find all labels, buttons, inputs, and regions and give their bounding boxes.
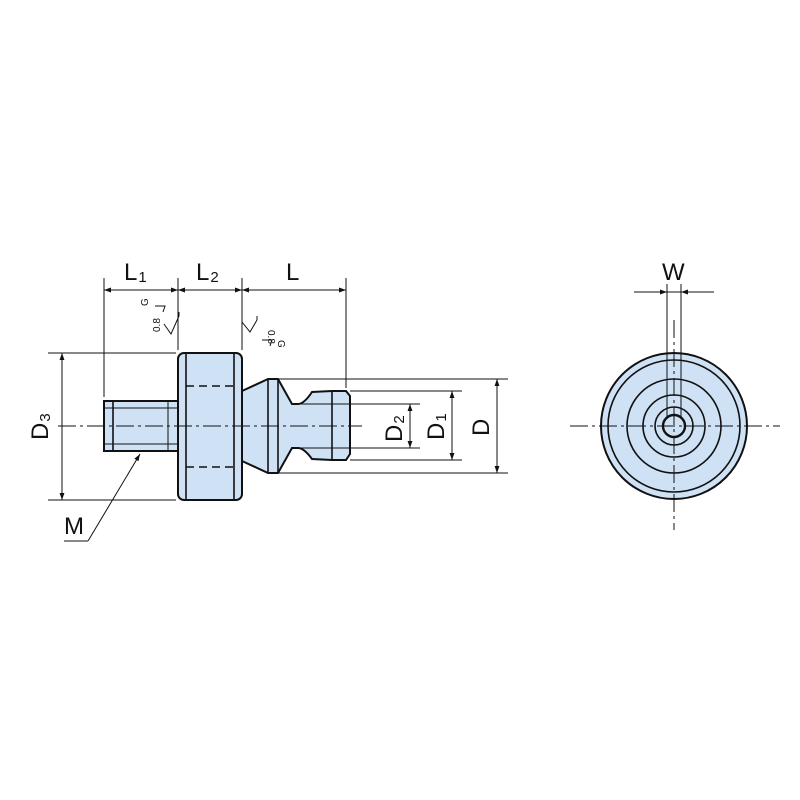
label-d1: D1	[423, 413, 450, 440]
diameter-dimensions	[268, 378, 508, 474]
label-m: M	[64, 513, 84, 540]
svg-text:0.8: 0.8	[265, 330, 276, 344]
label-w: W	[662, 259, 685, 286]
roughness-symbol-right: 0.8 G	[241, 316, 286, 348]
w-dimension	[634, 284, 714, 418]
svg-text:G: G	[275, 340, 286, 348]
roughness-symbol-left: 0.8 G	[140, 298, 180, 336]
svg-text:G: G	[140, 298, 151, 306]
label-l: L	[286, 259, 299, 286]
label-d: D	[468, 419, 495, 436]
svg-text:0.8: 0.8	[152, 318, 163, 332]
label-l2: L2	[196, 259, 219, 286]
length-dimensions	[103, 278, 347, 397]
m-leader	[64, 453, 141, 542]
label-l1: L1	[124, 259, 147, 286]
end-view: W	[570, 259, 780, 530]
side-view: L1 L2 L 0.8 G 0.8 G D3	[27, 259, 508, 542]
label-d2: D2	[381, 415, 408, 442]
label-d3: D3	[27, 413, 54, 440]
